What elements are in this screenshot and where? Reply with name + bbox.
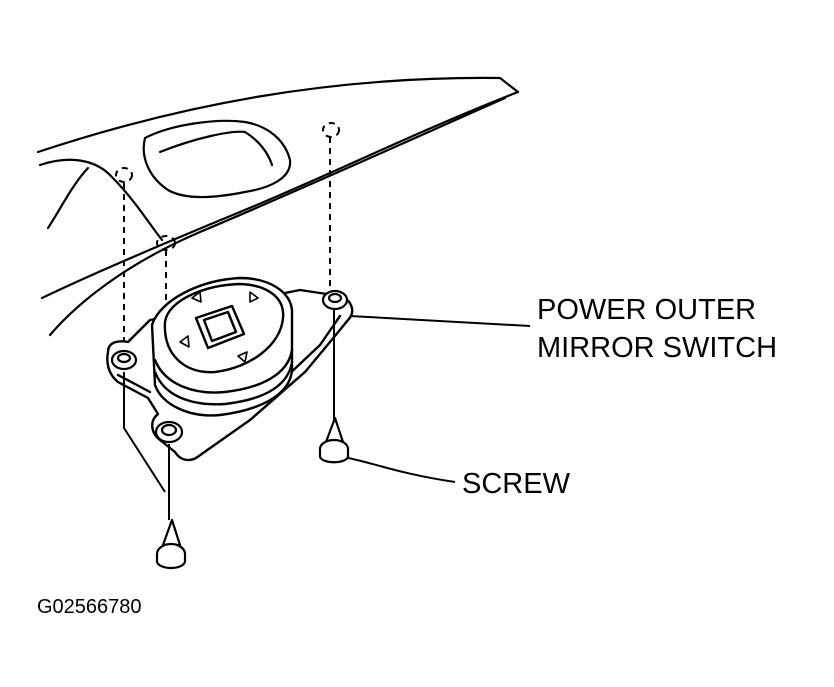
hole-marker-left [115,167,133,183]
trim-top-edge [36,76,520,154]
switch-body-band-1 [153,348,294,394]
screw-icon [318,416,350,464]
arrow-right-icon [249,291,259,303]
hole-marker-right [322,122,340,138]
door-trim-panel [36,76,520,337]
callout-leaders [347,315,531,483]
handle-recess-inner [158,130,274,167]
trim-inner-rim-2 [46,166,90,230]
hole-marker-middle [156,235,176,251]
boss-right-hole [327,292,343,304]
arrow-down-icon [237,351,248,363]
switch-leader [349,315,531,327]
bracket-leader-left [123,372,166,493]
switch-body-band-2 [153,360,294,406]
trim-front-edge-upper [40,90,520,300]
direction-arrows [179,291,259,363]
joystick-inner [202,310,238,343]
mounting-bosses [110,289,349,444]
figure-id: G02566780 [37,596,142,618]
arrow-left-icon [179,335,190,348]
alignment-guides [115,122,340,420]
handle-recess-outer [142,119,292,199]
switch-label-line2: MIRROR SWITCH [537,332,777,364]
boss-bottom-hole [160,423,178,437]
screw-guides [123,310,335,520]
arrow-up-icon [191,291,202,303]
power-mirror-switch [106,276,354,462]
boss-left-hole [116,352,132,364]
switch-label-line1: POWER OUTER [537,294,756,326]
trim-front-edge-lower [48,96,507,337]
callout-labels: POWER OUTER MIRROR SWITCH SCREW [462,294,777,500]
screws [155,416,350,570]
screw-icon [155,518,187,570]
trim-inner-rim [38,158,164,242]
screw-leader [347,457,456,483]
screw-label: SCREW [462,468,571,500]
